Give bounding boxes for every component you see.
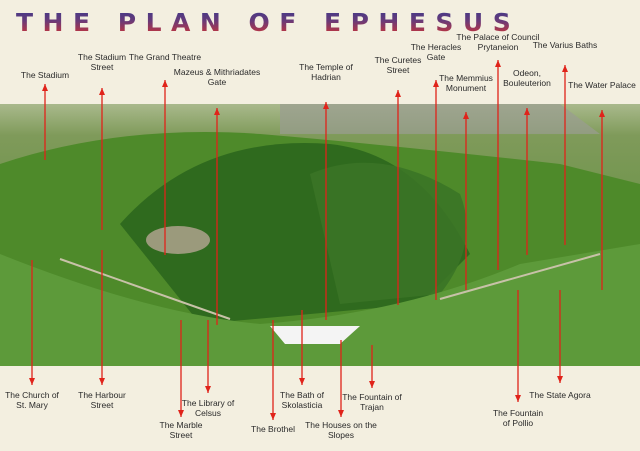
label-line: The Marble <box>159 420 203 430</box>
label-line: The Harbour <box>78 390 126 400</box>
label-line: Street <box>90 62 114 72</box>
label-line: The State Agora <box>529 390 591 400</box>
label-line: of Pollio <box>502 418 534 428</box>
label-line: Prytaneion <box>477 42 519 52</box>
label-line: The Library of <box>181 398 235 408</box>
label-line: Celsus <box>195 408 221 418</box>
label-line: Gate <box>207 77 227 87</box>
label-line: The Varius Baths <box>532 40 598 50</box>
label-line: The Stadium <box>20 70 70 80</box>
label-line: Hadrian <box>311 72 341 82</box>
aerial-photo <box>0 104 640 366</box>
label-line: Street <box>386 65 410 75</box>
top-label: The Varius Baths <box>533 40 598 50</box>
bottom-label: The Brothel <box>251 424 295 434</box>
map-title: THE PLAN OF EPHESUS <box>16 8 521 37</box>
label-line: Monument <box>445 83 487 93</box>
label-line: Skolasticia <box>281 400 323 410</box>
label-line: Street <box>169 430 193 440</box>
label-line: Gate <box>426 52 446 62</box>
label-line: Odeon, <box>513 68 541 78</box>
label-line: The Palace of Council <box>456 32 540 42</box>
label-line: The Church of <box>5 390 59 400</box>
label-line: Trajan <box>360 402 384 412</box>
label-line: The Brothel <box>251 424 295 434</box>
label-line: Bouleuterion <box>503 78 551 88</box>
label-line: The Temple of <box>299 62 353 72</box>
label-line: Mazeus & Mithriadates <box>173 67 261 77</box>
label-line: The Stadium <box>77 52 127 62</box>
label-line: The Fountain of <box>342 392 402 402</box>
label-line: The Grand Theatre <box>128 52 202 62</box>
label-line: Street <box>90 400 114 410</box>
label-line: Slopes <box>327 430 354 440</box>
label-line: St. Mary <box>16 400 48 410</box>
label-line: The Curetes <box>374 55 422 65</box>
top-label: The Water Palace <box>568 80 636 90</box>
label-line: The Water Palace <box>568 80 636 90</box>
top-label: Odeon,Bouleuterion <box>503 68 551 88</box>
label-line: The Houses on the <box>305 420 377 430</box>
label-line: The Memmius <box>439 73 493 83</box>
label-line: The Heracles <box>410 42 462 52</box>
label-line: The Fountain <box>492 408 544 418</box>
top-label: The Grand Theatre <box>129 52 201 62</box>
label-line: The Bath of <box>280 390 324 400</box>
bottom-label: The State Agora <box>529 390 590 400</box>
top-label: The Stadium <box>21 70 69 80</box>
